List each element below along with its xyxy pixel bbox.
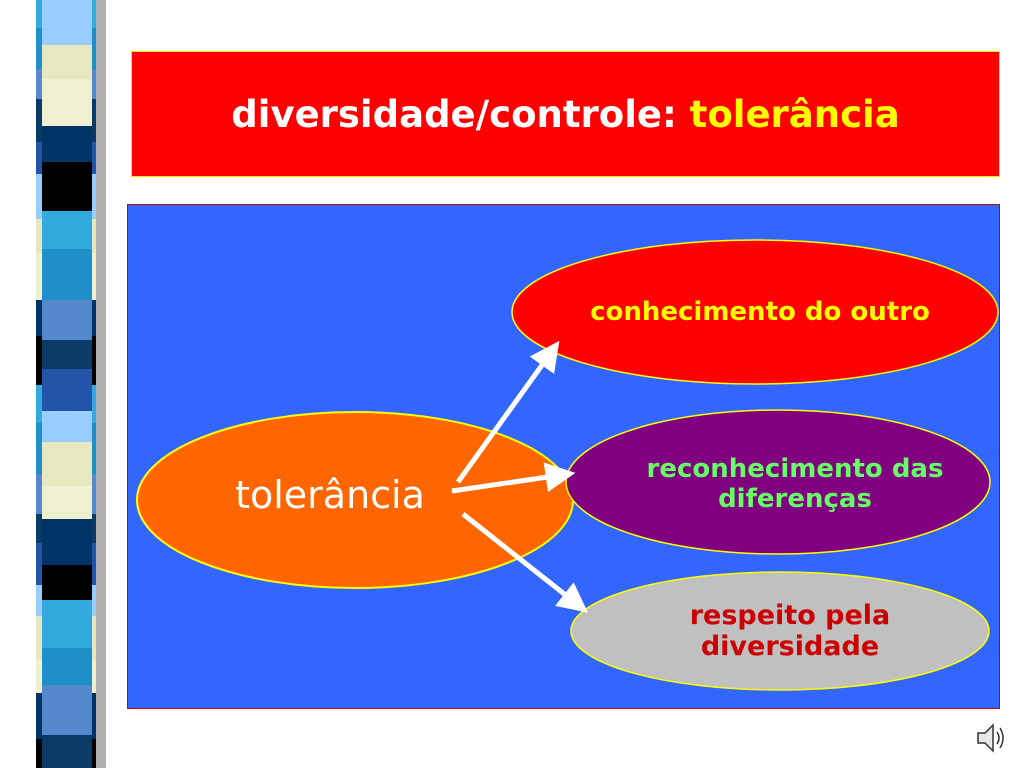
label-line: diversidade (700, 631, 880, 663)
decorative-stripe (0, 0, 110, 768)
label-respeito: respeito pela diversidade (610, 600, 970, 662)
label-conhecimento: conhecimento do outro (540, 297, 980, 328)
title-main: diversidade/controle: (231, 92, 677, 136)
arrow-to-reconhecimento (451, 462, 576, 494)
node-respeito (570, 571, 990, 691)
label-line: conhecimento do outro (590, 297, 930, 327)
label-line: reconhecimento das (646, 454, 944, 484)
label-line: diferenças (718, 483, 872, 514)
speaker-icon[interactable] (975, 718, 1007, 758)
slide-title: diversidade/controle: tolerância (231, 93, 899, 136)
node-conhecimento (511, 239, 999, 385)
arrow-to-respeito (461, 512, 588, 613)
label-reconhecimento: reconhecimento das diferenças (590, 454, 1000, 515)
arrow-to-conhecimento (455, 340, 560, 484)
label-line: respeito pela (689, 600, 891, 631)
title-banner: diversidade/controle: tolerância (131, 51, 1000, 177)
title-accent: tolerância (689, 92, 900, 136)
label-tolerancia: tolerância (235, 473, 425, 517)
